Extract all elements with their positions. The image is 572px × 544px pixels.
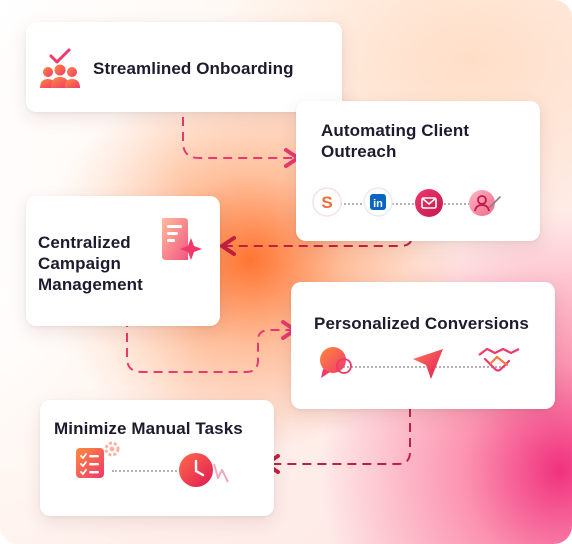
- outreach-dotted-line: [336, 203, 486, 205]
- svg-text:S: S: [321, 193, 332, 212]
- card-personalized-conversions: Personalized Conversions: [291, 282, 555, 409]
- connector-campaign-to-conversions: [126, 318, 299, 373]
- user-target-icon: [469, 190, 501, 216]
- document-sparkle-icon: [162, 218, 202, 260]
- card-centralized-campaign-management: Centralized Campaign Management: [26, 196, 220, 326]
- card-title-onboarding: Streamlined Onboarding: [93, 59, 294, 78]
- team-check-icon: [40, 48, 80, 88]
- linkedin-icon: in: [363, 187, 393, 217]
- card-title-conversions: Personalized Conversions: [314, 314, 529, 333]
- connector-outreach-to-campaign: [218, 226, 413, 256]
- clock-icon: [179, 453, 229, 487]
- card-title-campaign: Centralized Campaign Management: [38, 233, 143, 294]
- s-logo-icon: S: [312, 187, 342, 217]
- card-minimize-manual-tasks: Minimize Manual Tasks: [40, 400, 274, 516]
- card-title-outreach: Automating Client Outreach: [321, 121, 470, 161]
- handshake-icon: [478, 347, 520, 372]
- conversions-dotted-line: [335, 366, 505, 368]
- connector-onboarding-to-outreach: [182, 102, 302, 168]
- manual-dotted-line: [112, 470, 192, 472]
- svg-text:in: in: [373, 198, 383, 210]
- card-automating-client-outreach: Automating Client Outreach S in: [296, 101, 540, 241]
- send-icon: [413, 349, 443, 379]
- checklist-gear-icon: [76, 441, 120, 478]
- connector-conversions-to-manual: [262, 408, 411, 474]
- card-streamlined-onboarding: Streamlined Onboarding: [26, 22, 342, 112]
- card-title-manual: Minimize Manual Tasks: [54, 419, 243, 438]
- chat-bubble-icon: [320, 347, 352, 378]
- email-icon: [415, 189, 443, 217]
